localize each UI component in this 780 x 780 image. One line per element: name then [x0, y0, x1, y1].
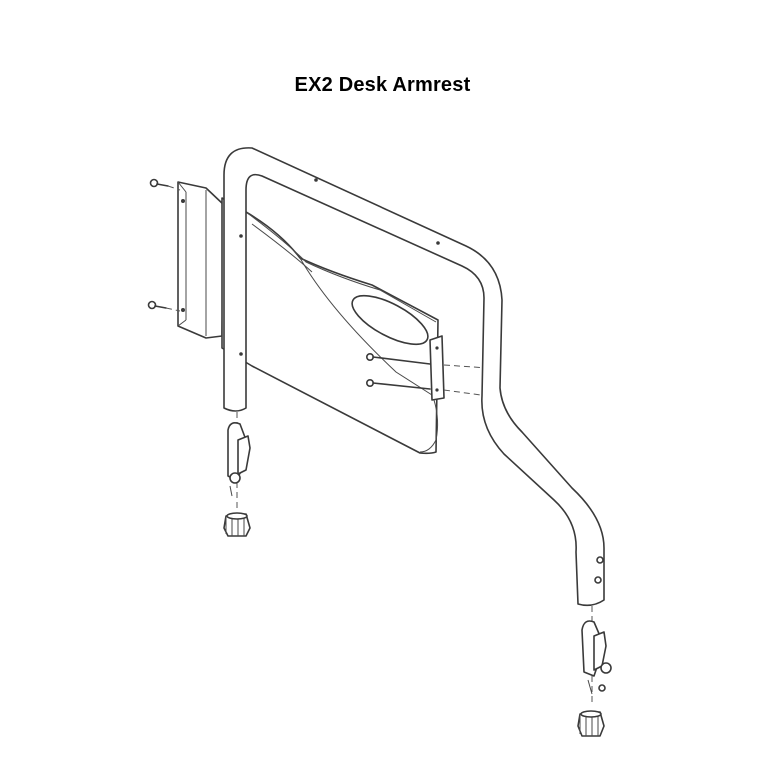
front-clamp-bracket: [419, 335, 445, 453]
screw-lower: [147, 300, 181, 312]
left-lock-clip: [227, 412, 251, 512]
front-screw-upper: [365, 352, 489, 369]
screw-upper: [149, 178, 181, 191]
desk-panel: [221, 197, 439, 455]
left-foot-cap: [223, 512, 251, 537]
rear-bracket-plate: [177, 181, 225, 339]
right-foot-cap: [577, 710, 605, 737]
right-lock-clip: [581, 606, 612, 706]
front-screw-lower: [365, 378, 489, 397]
armrest-frame-tube: [223, 147, 605, 607]
diagram-title: EX2 Desk Armrest: [294, 74, 471, 96]
